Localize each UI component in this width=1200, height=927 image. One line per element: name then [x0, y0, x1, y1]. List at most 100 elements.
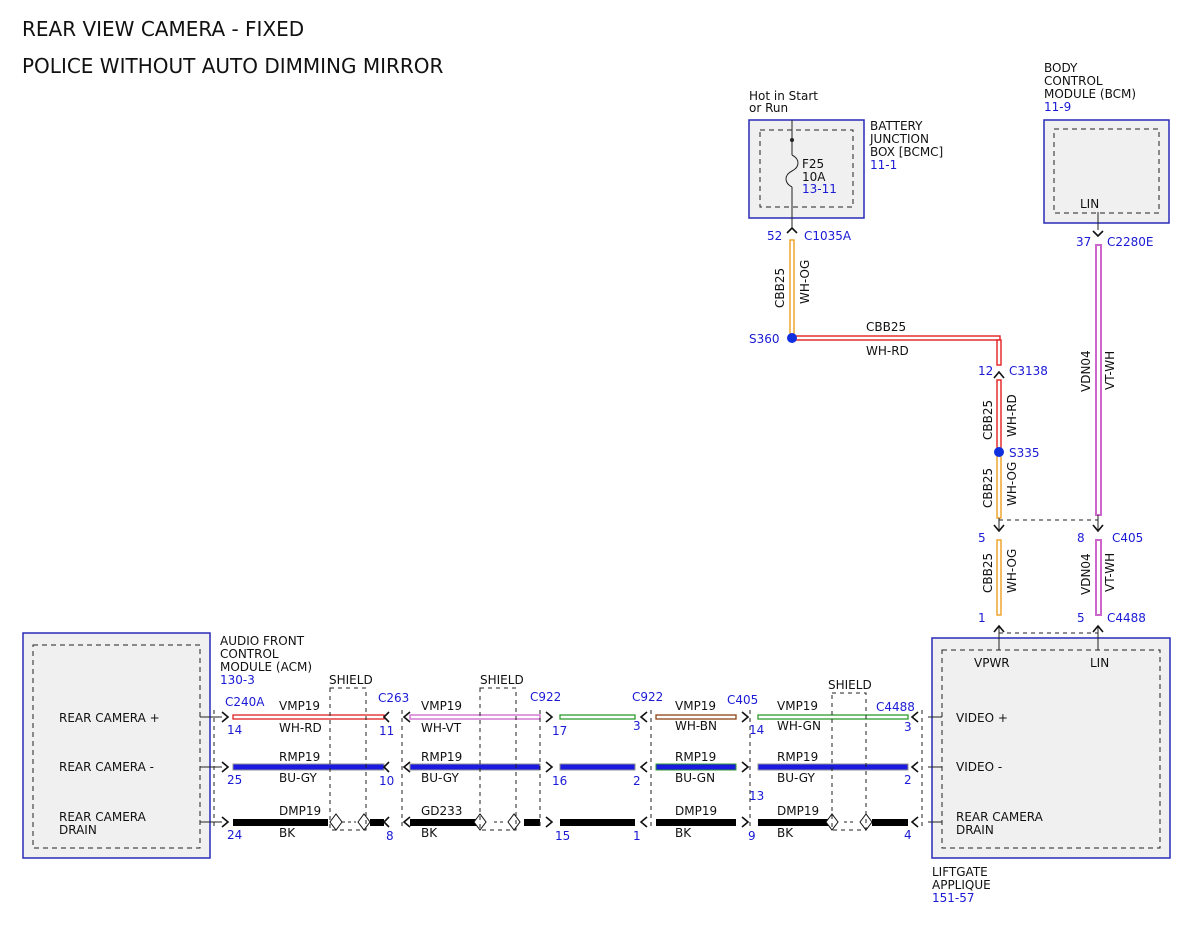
wire-vmp19-wh-bn: [655, 714, 737, 720]
c4488-top-label: C4488: [1107, 611, 1146, 625]
c922-right-pin-3: 1: [633, 829, 641, 843]
c4488-bottom-pin-3: 4: [904, 828, 912, 842]
wire-gd233-bk: [410, 819, 480, 826]
wire-cbb25-wh-og-c405-c4488: [996, 539, 1002, 616]
liftgate-box: [931, 637, 1171, 859]
c405-pin-left: 5: [978, 531, 986, 545]
acm-pin-drain-2: DRAIN: [59, 823, 97, 837]
liftgate-pin-vpwr: VPWR: [974, 656, 1010, 670]
bjb-name-1: BATTERY: [870, 119, 923, 133]
c4488-pin-right: 5: [1077, 611, 1085, 625]
acm-inner: [32, 644, 201, 849]
wire-dmp19-bk-3: [758, 819, 830, 826]
shield-label-2: SHIELD: [480, 673, 524, 687]
acm-name-1: AUDIO FRONT: [220, 634, 305, 648]
fuse-name: F25: [802, 157, 824, 171]
video-harness: [200, 687, 942, 831]
acm-ref: 130-3: [220, 673, 255, 687]
fuse-icon: [785, 154, 799, 188]
c405-bottom-pin-2: 13: [749, 789, 764, 803]
bjb-box: [748, 119, 865, 219]
c263-pin-1: 11: [379, 724, 394, 738]
c922-left-pin-3: 15: [555, 829, 570, 843]
seg2-minus-circuit: RMP19: [421, 750, 462, 764]
seg4-plus-color: WH-BN: [675, 719, 717, 733]
seg2-drain-color: BK: [421, 826, 438, 840]
liftgate-applique: VPWR LIN VIDEO + VIDEO - REAR CAMERA DRA…: [931, 637, 1171, 905]
acm-box: [22, 632, 211, 859]
shield-terminal-icon: [825, 813, 839, 831]
bjb-name-3: BOX [BCMC]: [870, 145, 943, 159]
seg4-drain-color: BK: [675, 826, 692, 840]
connector-c3138-icon: [993, 370, 1005, 379]
wire-c405-left-color: WH-OG: [1005, 549, 1019, 593]
seg5-minus-color: BU-GY: [777, 771, 815, 785]
s360-label: S360: [749, 332, 780, 346]
wire-cbb25-wh-og-s335-c405: [996, 453, 1002, 519]
bcm-ref: 11-9: [1044, 100, 1071, 114]
wire-c405-right-color: VT-WH: [1103, 553, 1117, 592]
power-lin-labels: 52 C1035A CBB25 WH-OG S360 CBB25 WH-RD 1…: [749, 229, 1154, 625]
connector-c4488-left-icon: [993, 624, 1005, 633]
c263-pin-2: 10: [379, 774, 394, 788]
connector-c2280e-icon: [1092, 230, 1104, 238]
seg5-minus-circuit: RMP19: [777, 750, 818, 764]
wire-bcm-circuit: VDN04: [1079, 350, 1093, 392]
s335-label: S335: [1009, 446, 1040, 460]
bcm-name-1: BODY: [1044, 61, 1078, 75]
seg2-plus-color: WH-VT: [421, 721, 462, 735]
splice-s360: [787, 333, 797, 343]
c405-top-label: C405: [1112, 531, 1143, 545]
seg4-minus-color: BU-GN: [675, 771, 715, 785]
wire-rmp19-bu-gn: [655, 763, 737, 771]
seg4-plus-circuit: VMP19: [675, 699, 716, 713]
liftgate-name-2: APPLIQUE: [932, 878, 991, 892]
wire-seg3-drain: [560, 819, 635, 826]
bjb-power-label: Hot in Start: [749, 89, 818, 103]
wire-bjb-color: WH-OG: [798, 260, 812, 304]
acm-name-3: MODULE (ACM): [220, 660, 312, 674]
wire-s335-circuit: CBB25: [981, 468, 995, 508]
seg2-drain-circuit: GD233: [421, 804, 462, 818]
wire-vmp19-wh-gn: [757, 714, 909, 720]
shield-box-2: [479, 687, 517, 831]
seg1-drain-circuit: DMP19: [279, 804, 321, 818]
c405-bottom-pin-1: 14: [749, 723, 764, 737]
wire-cbb25-wh-rd-horizontal: [793, 335, 1001, 341]
bjb-power-label-2: or Run: [749, 101, 788, 115]
seg4-drain-circuit: DMP19: [675, 804, 717, 818]
shield-terminal-icon: [473, 813, 487, 831]
c263-label: C263: [378, 691, 409, 705]
c922-right-pin-2: 2: [633, 774, 641, 788]
c4488-bottom-pin-1: 3: [904, 720, 912, 734]
bcm-pin-lin: LIN: [1080, 197, 1099, 211]
shield-terminal-icon: [357, 813, 371, 831]
seg1-plus-color: WH-RD: [279, 721, 322, 735]
c240a-pin-3: 24: [227, 828, 242, 842]
wire-vmp19-wh-vt: [409, 714, 541, 720]
fuse-ref: 13-11: [802, 182, 837, 196]
seg5-plus-color: WH-GN: [777, 719, 821, 733]
liftgate-pin-video-minus: VIDEO -: [956, 760, 1002, 774]
battery-junction-box: Hot in Start or Run F25 10A 13-11 BATTER…: [748, 89, 943, 228]
seg4-minus-circuit: RMP19: [675, 750, 716, 764]
connector-c1035a-icon: [786, 226, 798, 234]
acm-pin-rear-camera-plus: REAR CAMERA +: [59, 711, 160, 725]
wire-dmp19-bk-2: [656, 819, 736, 826]
audio-front-control-module: AUDIO FRONT CONTROL MODULE (ACM) 130-3 R…: [22, 632, 312, 859]
wire-vdn04-vt-wh-bcm: [1095, 244, 1102, 516]
seg2-minus-color: BU-GY: [421, 771, 459, 785]
wire-c405-left-circuit: CBB25: [981, 553, 995, 593]
wire-seg3-plus: [559, 714, 636, 720]
shield-box-1: [329, 687, 367, 831]
wire-s335-color: WH-OG: [1005, 462, 1019, 506]
shield-label-1: SHIELD: [329, 673, 373, 687]
c240a-label: C240A: [225, 695, 265, 709]
seg1-plus-circuit: VMP19: [279, 699, 320, 713]
bcm-name-3: MODULE (BCM): [1044, 87, 1136, 101]
liftgate-inner: [941, 649, 1161, 849]
wire-s360-color: WH-RD: [866, 344, 909, 358]
power-lin-wiring: [786, 226, 1104, 650]
liftgate-pin-lin: LIN: [1090, 656, 1109, 670]
